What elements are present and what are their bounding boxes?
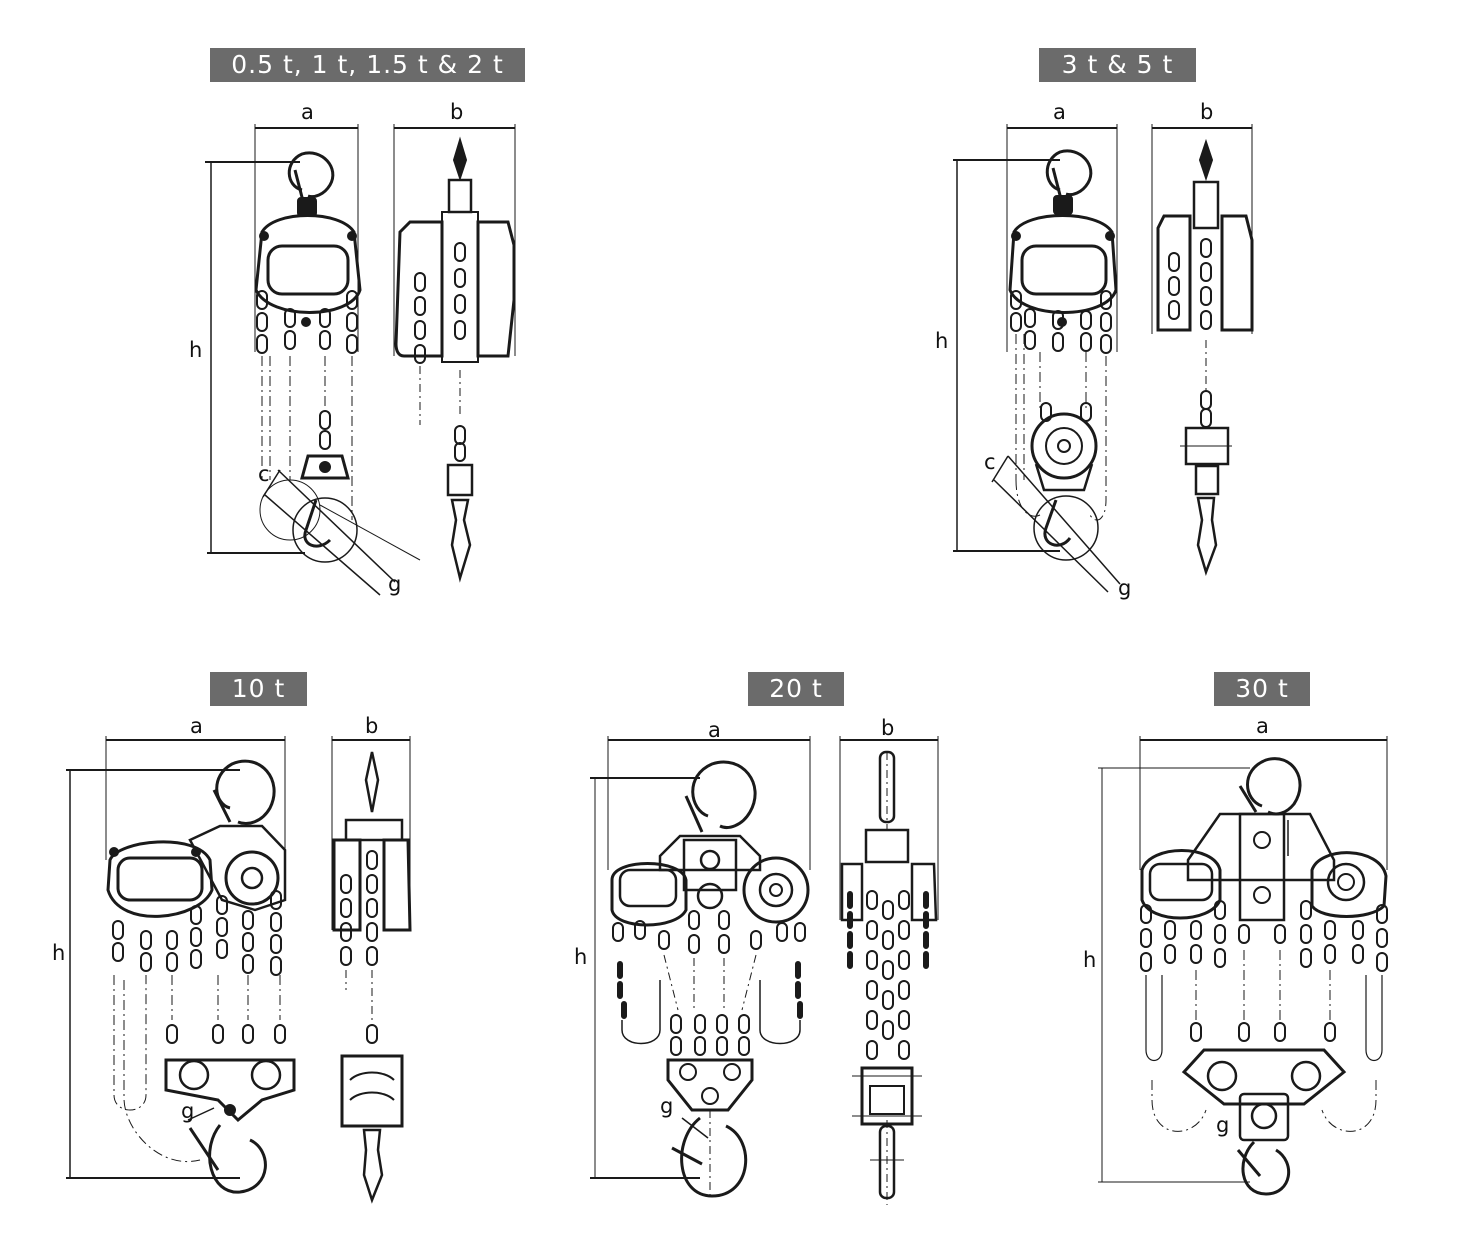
dimension-label-h: h	[52, 941, 66, 965]
panel-title-10t: 10 t	[210, 672, 307, 706]
dimension-label-a: a	[1256, 714, 1269, 738]
dimension-label-b: b	[450, 100, 464, 124]
dimension-label-g: g	[1216, 1113, 1230, 1137]
dimension-label-c: c	[258, 462, 270, 486]
dimension-label-h: h	[574, 945, 588, 969]
panel-title-3t-5t: 3 t & 5 t	[1039, 48, 1196, 82]
panel-title-20t: 20 t	[748, 672, 844, 706]
dimension-label-a: a	[708, 718, 721, 742]
hoist-front-view	[953, 124, 1120, 592]
panel-title-30t: 30 t	[1214, 672, 1310, 706]
panel-title-small-capacity: 0.5 t, 1 t, 1.5 t & 2 t	[210, 48, 525, 82]
hoist-side-view	[1152, 124, 1252, 572]
dimension-label-g: g	[181, 1099, 195, 1123]
dimension-label-h: h	[935, 329, 949, 353]
dimension-label-b: b	[365, 714, 379, 738]
dimension-label-a: a	[301, 100, 314, 124]
hoist-front-view	[590, 736, 810, 1200]
dimension-label-h: h	[1083, 948, 1097, 972]
hoist-front-view	[66, 736, 294, 1192]
dimension-label-a: a	[190, 714, 203, 738]
dimension-label-a: a	[1053, 100, 1066, 124]
dimension-label-g: g	[1118, 576, 1132, 600]
hoist-side-view	[394, 124, 515, 578]
dimension-label-g: g	[660, 1094, 674, 1118]
dimension-label-b: b	[881, 716, 895, 740]
hoist-front-view	[205, 124, 420, 595]
hoist-side-view	[840, 736, 938, 1205]
hoist-side-view	[332, 736, 410, 1200]
dimension-label-c: c	[984, 450, 996, 474]
dimension-label-h: h	[189, 338, 203, 362]
hoist-front-view	[1098, 736, 1388, 1194]
dimension-label-b: b	[1200, 100, 1214, 124]
